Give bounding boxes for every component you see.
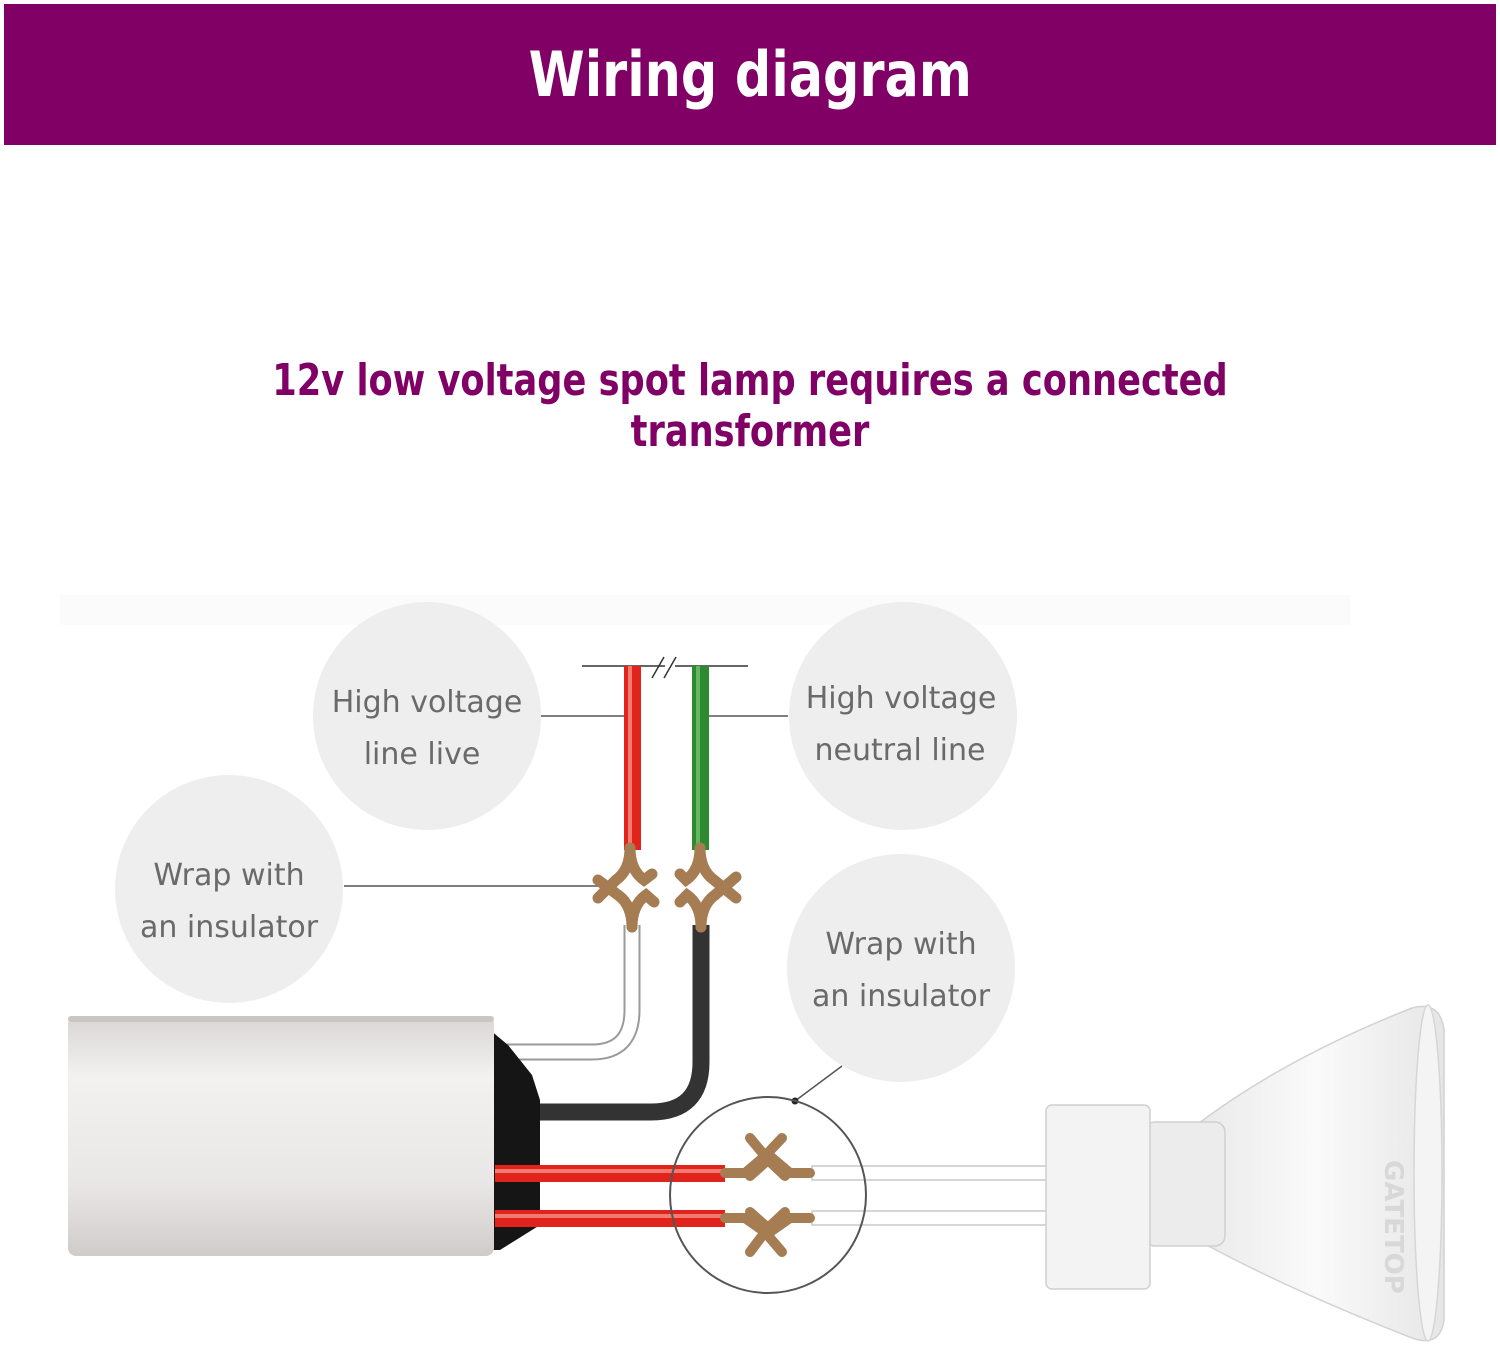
lamp-neck (1144, 1121, 1226, 1247)
hv-neutral-wire (692, 666, 709, 850)
lamp-base (1045, 1104, 1151, 1290)
callout-circle-hv-neutral (789, 602, 1017, 830)
hv-neutral-wire-highlight (696, 666, 700, 850)
bottom-connector-bottom (720, 1207, 815, 1257)
lamp-rim (1413, 1004, 1443, 1342)
lamp-brand-logo: GATETOP (1378, 1160, 1408, 1294)
callout-insulator-left-line2: an insulator (140, 910, 319, 945)
transformer-black-wire (495, 925, 710, 1121)
transformer (68, 1016, 494, 1256)
callout-insulator-right-line2: an insulator (812, 979, 991, 1014)
transformer-white-wire-core (495, 925, 639, 1059)
hv-live-wire (624, 666, 641, 850)
lv-wire-bottom-highlight (495, 1214, 725, 1218)
lv-wire-bottom (495, 1210, 725, 1227)
callout-insulator-left-line1: Wrap with (153, 858, 304, 893)
page-title: Wiring diagram (528, 38, 972, 111)
top-connector-right (674, 842, 742, 933)
mains-cut-mark (582, 656, 748, 679)
lv-wire-top (495, 1165, 725, 1182)
subtitle: 12v low voltage spot lamp requires a con… (272, 355, 1228, 457)
lamp-reflector (1189, 1005, 1445, 1342)
callout-insulator-right-line1: Wrap with (825, 927, 976, 962)
insulator-ring (669, 1096, 867, 1294)
bottom-connector-top (720, 1133, 815, 1181)
top-connector-left (592, 842, 660, 933)
lamp-pins (811, 1165, 1051, 1226)
header-banner: Wiring diagram (4, 4, 1496, 145)
callout-hv-neutral-line1: High voltage (806, 681, 997, 716)
leader-lines (344, 715, 843, 1102)
background-band (60, 595, 1350, 625)
transformer-top-edge (68, 1016, 494, 1022)
callout-circle-insulator-right (787, 854, 1015, 1082)
callout-hv-neutral-line2: neutral line (815, 733, 986, 768)
lv-wire-top-highlight (495, 1169, 725, 1173)
hv-live-wire-highlight (628, 666, 632, 850)
callout-hv-live-line1: High voltage (332, 685, 523, 720)
callout-circle-hv-live (313, 602, 541, 830)
callout-hv-live-line2: line live (364, 737, 481, 772)
callout-circle-insulator-left (115, 775, 343, 1003)
transformer-white-wire (495, 925, 641, 1061)
